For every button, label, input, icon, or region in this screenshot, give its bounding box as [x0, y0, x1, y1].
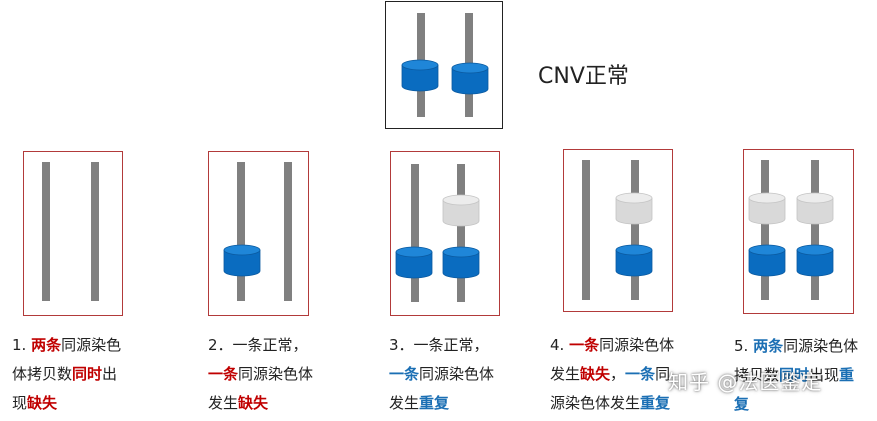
case-2-caption: 2．一条正常，一条同源染色体发生缺失: [208, 331, 313, 418]
case-5-caption: 5. 两条同源染色体拷贝数同时出现重复: [734, 332, 858, 419]
caption-text: 重复: [640, 394, 671, 412]
caption-line: 一条同源染色体: [389, 360, 494, 389]
chromosome-right: [91, 162, 99, 301]
chromosome-right: [631, 160, 639, 300]
caption-text: 复: [734, 395, 750, 413]
caption-text: 出现: [809, 366, 840, 384]
chromosome-left: [411, 164, 419, 302]
caption-text: 同源染色体: [419, 365, 495, 383]
caption-line: 源染色体发生重复: [550, 389, 674, 418]
caption-text: 同: [655, 365, 671, 383]
caption-text: 同源染色体: [783, 337, 859, 355]
caption-text: 一条: [569, 336, 600, 354]
case-3-frame: [390, 151, 500, 316]
normal-segment-left: [401, 59, 439, 92]
chromosome-right: [811, 160, 819, 300]
case-3-caption: 3．一条正常，一条同源染色体发生重复: [389, 331, 494, 418]
normal-cnv-label: CNV正常: [538, 64, 629, 89]
blue-segment: [748, 244, 786, 277]
normal-cnv-frame: [385, 1, 503, 129]
gray-duplicate-segment: [796, 192, 834, 225]
caption-text: 现: [12, 394, 28, 412]
caption-text: 缺失: [27, 394, 58, 412]
caption-text: 2．一条正常，: [208, 336, 308, 354]
gray-duplicate-segment: [748, 192, 786, 225]
case-4-caption: 4. 一条同源染色体发生缺失，一条同源染色体发生重复: [550, 331, 674, 418]
caption-line: 5. 两条同源染色体: [734, 332, 858, 361]
caption-text: 一条: [625, 365, 656, 383]
caption-text: 发生: [550, 365, 581, 383]
caption-text: 重复: [419, 394, 450, 412]
gray-duplicate-segment: [615, 192, 653, 225]
caption-text: 同时: [779, 366, 810, 384]
caption-line: 体拷贝数同时出: [12, 360, 121, 389]
caption-text: 同源染色体: [238, 365, 314, 383]
caption-text: 发生: [208, 394, 239, 412]
caption-text: 4.: [550, 336, 570, 354]
chromosome-left: [237, 162, 245, 301]
blue-segment: [223, 244, 261, 277]
case-1-frame: [23, 151, 123, 316]
case-2-frame: [208, 151, 309, 316]
blue-segment: [796, 244, 834, 277]
caption-text: 同时: [72, 365, 103, 383]
caption-text: 一条: [208, 365, 239, 383]
caption-line: 发生缺失，一条同: [550, 360, 674, 389]
chromosome-left: [761, 160, 769, 300]
caption-line: 发生重复: [389, 389, 494, 418]
blue-segment: [395, 246, 433, 279]
chromosome-left: [42, 162, 50, 301]
caption-text: 5.: [734, 337, 754, 355]
caption-text: 一条: [389, 365, 420, 383]
blue-segment: [442, 246, 480, 279]
caption-line: 复: [734, 390, 858, 419]
watermark: 知乎 @法医鉴定: [668, 370, 823, 394]
caption-line: 4. 一条同源染色体: [550, 331, 674, 360]
caption-text: 体拷贝数: [12, 365, 73, 383]
caption-line: 3．一条正常，: [389, 331, 494, 360]
caption-text: ，: [610, 365, 626, 383]
case-4-frame: [563, 149, 673, 312]
normal-segment-right: [451, 62, 489, 95]
caption-text: 两条: [31, 336, 62, 354]
caption-text: 两条: [753, 337, 784, 355]
caption-text: 重: [839, 366, 855, 384]
caption-line: 现缺失: [12, 389, 121, 418]
chromosome-right: [284, 162, 292, 301]
caption-line: 一条同源染色体: [208, 360, 313, 389]
blue-segment: [615, 244, 653, 277]
gray-duplicate-segment: [442, 194, 480, 227]
caption-line: 2．一条正常，: [208, 331, 313, 360]
caption-text: 同源染色体: [599, 336, 675, 354]
caption-line: 发生缺失: [208, 389, 313, 418]
chromosome-right: [457, 164, 465, 302]
chromosome-left: [582, 160, 590, 300]
case-5-frame: [743, 149, 854, 314]
caption-text: 发生: [389, 394, 420, 412]
caption-line: 1. 两条同源染色: [12, 331, 121, 360]
caption-text: 3．一条正常，: [389, 336, 489, 354]
caption-line: 拷贝数同时出现重: [734, 361, 858, 390]
caption-text: 1.: [12, 336, 32, 354]
caption-text: 拷贝数: [734, 366, 780, 384]
caption-text: 缺失: [238, 394, 269, 412]
caption-text: 同源染色: [61, 336, 122, 354]
caption-text: 缺失: [580, 365, 611, 383]
case-1-caption: 1. 两条同源染色体拷贝数同时出现缺失: [12, 331, 121, 418]
caption-text: 源染色体发生: [550, 394, 641, 412]
caption-text: 出: [102, 365, 118, 383]
